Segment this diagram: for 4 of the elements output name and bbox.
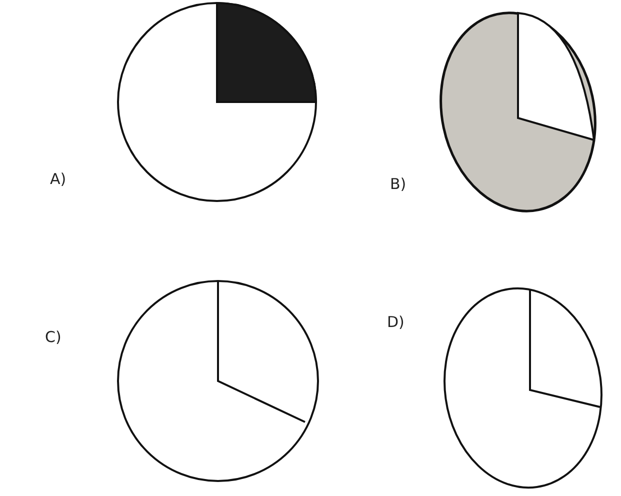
option-label: C) [45,328,62,346]
option-label: D) [387,313,404,331]
option-label: B) [390,175,406,193]
option-label: A) [50,170,66,188]
